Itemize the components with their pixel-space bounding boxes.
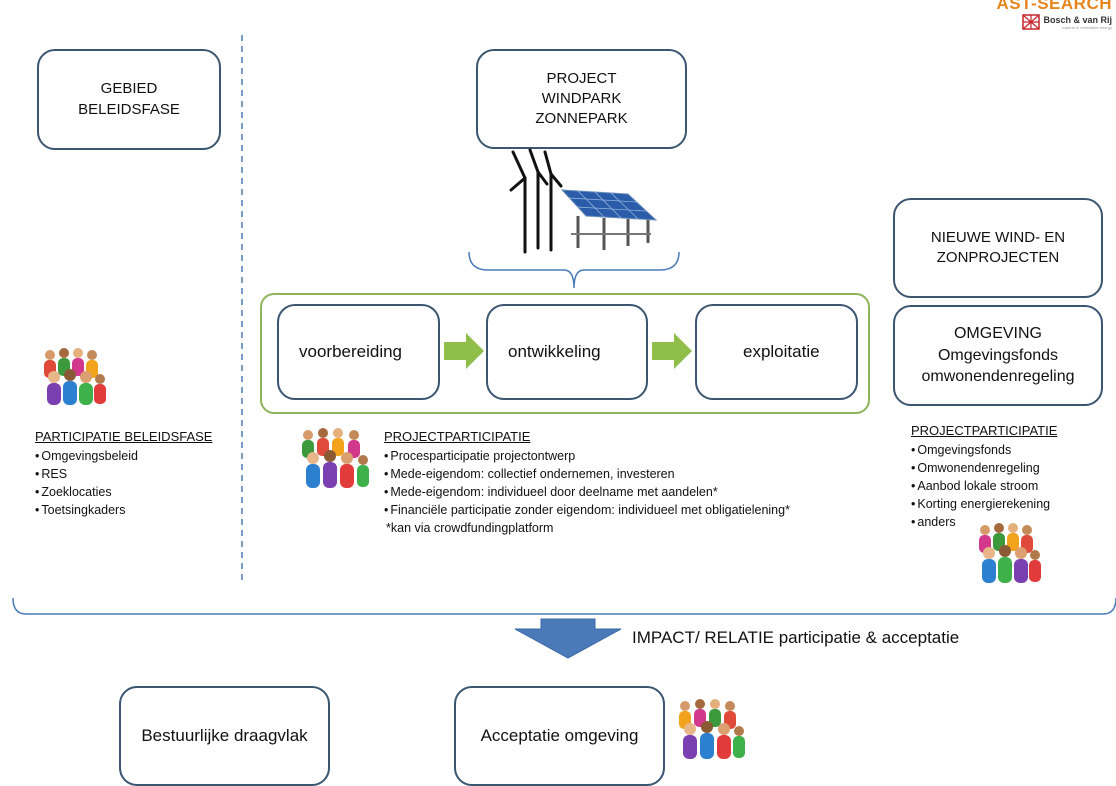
logo-tagline: experts in renewable energy bbox=[1061, 24, 1112, 30]
list-item: RES bbox=[35, 465, 235, 483]
phase-exploitatie: exploitatie bbox=[695, 304, 858, 400]
logo-brand: Bosch & van Rij bbox=[1043, 14, 1112, 25]
box-line: NIEUWE WIND- EN bbox=[930, 228, 1066, 246]
wind-turbine-icon bbox=[509, 148, 563, 254]
list-item: Omgevingsfonds bbox=[911, 441, 1101, 459]
solar-panel-icon bbox=[560, 189, 658, 250]
impact-bracket bbox=[12, 597, 1116, 615]
list-item: Korting energierekening bbox=[911, 495, 1101, 513]
outcome-label: Acceptatie omgeving bbox=[480, 725, 639, 745]
box-line: ZONPROJECTEN bbox=[936, 249, 1060, 266]
box-line: GEBIED bbox=[100, 80, 158, 98]
phase-arrow-icon bbox=[444, 333, 484, 369]
list-item: Mede-eigendom: individueel door deelname… bbox=[384, 483, 814, 501]
project-box: PROJECT WINDPARK ZONNEPARK bbox=[476, 49, 687, 149]
box-line: ZONNEPARK bbox=[535, 110, 628, 128]
box-line: WINDPARK bbox=[541, 89, 622, 107]
phase-label: voorbereiding bbox=[299, 342, 403, 361]
phase-group bbox=[260, 293, 870, 414]
box-line: Omgevingsfonds bbox=[937, 346, 1059, 364]
list-heading: PROJECTPARTICIPATIE bbox=[911, 423, 1058, 438]
people-group-icon bbox=[302, 428, 369, 488]
outcome-bestuurlijke-draagvlak: Bestuurlijke draagvlak bbox=[119, 686, 330, 786]
list-item: Aanbod lokale stroom bbox=[911, 477, 1101, 495]
participatie-beleidsfase-list: PARTICIPATIE BELEIDSFASE Omgevingsbeleid… bbox=[35, 428, 235, 519]
list-item: Procesparticipatie projectontwerp bbox=[384, 447, 814, 465]
list-item: Mede-eigendom: collectief ondernemen, in… bbox=[384, 465, 814, 483]
section-divider bbox=[241, 35, 243, 580]
outcome-acceptatie-omgeving: Acceptatie omgeving bbox=[454, 686, 665, 786]
outcome-label: Bestuurlijke draagvlak bbox=[141, 725, 308, 745]
phase-bracket bbox=[468, 251, 680, 289]
people-group-icon bbox=[979, 523, 1041, 583]
box-line: BELEIDSFASE bbox=[78, 100, 180, 118]
impact-label: IMPACT/ RELATIE participatie & acceptati… bbox=[632, 628, 960, 647]
projectparticipatie-list: PROJECTPARTICIPATIE Procesparticipatie p… bbox=[384, 428, 814, 537]
omgeving-box: OMGEVING Omgevingsfonds omwonendenregeli… bbox=[893, 305, 1103, 406]
list-item: anders bbox=[911, 513, 1101, 531]
logo: AST-SEARCH Bosch & van Rij experts in re… bbox=[996, 0, 1112, 30]
box-line: OMGEVING bbox=[953, 325, 1042, 343]
impact-arrow-icon bbox=[514, 618, 622, 659]
omgeving-participatie-list: PROJECTPARTICIPATIE Omgevingsfonds Omwon… bbox=[911, 422, 1101, 531]
list-item: Omgevingsbeleid bbox=[35, 447, 235, 465]
people-figures bbox=[44, 348, 106, 405]
list-heading: PARTICIPATIE BELEIDSFASE bbox=[35, 429, 213, 444]
list-heading: PROJECTPARTICIPATIE bbox=[384, 429, 531, 444]
people-group-icon bbox=[679, 699, 745, 759]
box-line: omwonendenregeling bbox=[921, 368, 1075, 386]
phase-arrow-icon bbox=[652, 333, 692, 369]
phase-ontwikkeling: ontwikkeling bbox=[486, 304, 648, 400]
list-item: Toetsingkaders bbox=[35, 501, 235, 519]
phase-label: exploitatie bbox=[743, 342, 820, 361]
phase-label: ontwikkeling bbox=[508, 342, 601, 361]
gebied-beleidsfase-box: GEBIED BELEIDSFASE bbox=[37, 49, 221, 150]
list-item: Financiële participatie zonder eigendom:… bbox=[384, 501, 814, 519]
box-line: PROJECT bbox=[546, 69, 617, 87]
list-item: Omwonendenregeling bbox=[911, 459, 1101, 477]
logo-top-text: AST-SEARCH bbox=[996, 0, 1112, 13]
list-footnote: *kan via crowdfundingplatform bbox=[386, 521, 554, 536]
list-item: Zoeklocaties bbox=[35, 483, 235, 501]
people-group-icon bbox=[44, 348, 106, 405]
phase-voorbereiding: voorbereiding bbox=[277, 304, 440, 400]
logo-mark-icon bbox=[1022, 14, 1041, 30]
nieuwe-projecten-box: NIEUWE WIND- EN ZONPROJECTEN bbox=[893, 198, 1103, 298]
